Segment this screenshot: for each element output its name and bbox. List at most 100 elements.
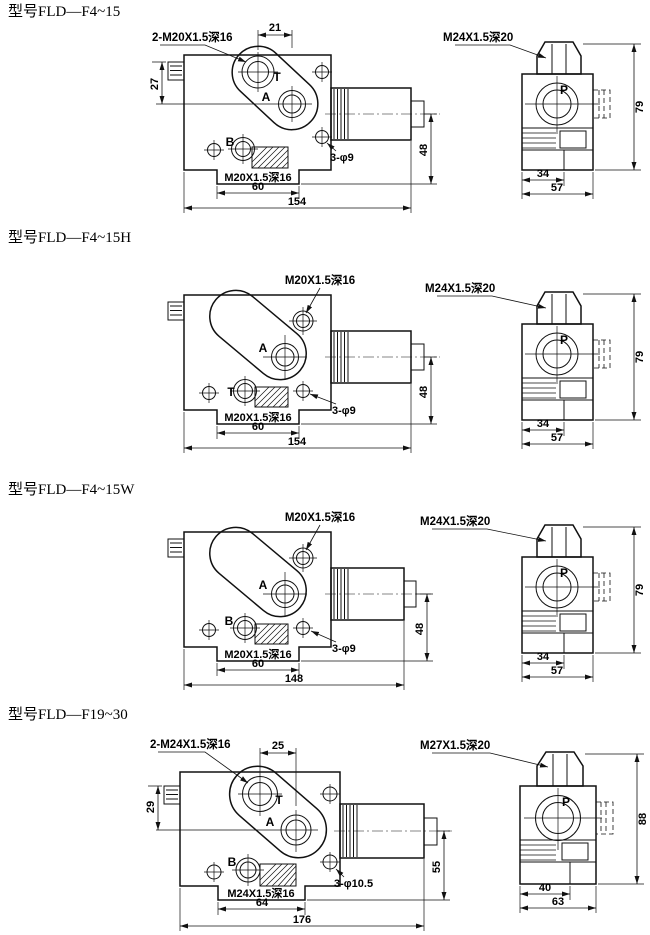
- hatch-lines: [259, 863, 297, 887]
- dim-176-label: 176: [293, 914, 311, 926]
- holes-leader: [326, 142, 337, 152]
- body-step-lines: [522, 127, 593, 170]
- body-step-lines: [522, 610, 593, 653]
- dim-48-label: 48: [418, 386, 430, 398]
- holes-leader: [335, 868, 345, 878]
- dim-25-label: 25: [272, 740, 284, 752]
- crosshair-lines: [230, 544, 317, 643]
- dimension-lines: [155, 750, 447, 929]
- extension-lines: [521, 43, 641, 199]
- thread-leader: [158, 751, 249, 784]
- holes-leader: [309, 393, 337, 405]
- port-t-label: T: [273, 70, 281, 84]
- dimension-lines: [522, 44, 637, 197]
- side-body-outline: [519, 785, 597, 885]
- left-port-tab: [167, 538, 184, 558]
- dim-48-label: 48: [414, 623, 426, 635]
- dim-88-label: 88: [637, 813, 649, 825]
- extension-lines: [152, 30, 437, 213]
- model-title: 型号FLD—F19~30: [8, 706, 128, 723]
- dim-60-label: 60: [252, 421, 264, 433]
- hex-flat-lines: [551, 527, 567, 557]
- hidden-port-lines: [593, 572, 611, 602]
- mounting-holes: [199, 618, 313, 640]
- side-view: M24X1.5深20 P 79 34 57: [420, 514, 646, 682]
- dim-40-label: 40: [539, 882, 551, 894]
- left-port-tab: [167, 301, 184, 321]
- dim-34-label: 34: [537, 651, 550, 663]
- crosshair-lines: [524, 788, 602, 850]
- dimension-lines: [520, 754, 640, 911]
- crosshair-lines: [525, 76, 600, 134]
- dim-21-label: 21: [269, 22, 281, 34]
- thread-leader: [437, 295, 547, 309]
- mounting-holes: [204, 62, 332, 160]
- holes-label: 3-φ9: [330, 152, 354, 164]
- mounting-holes: [199, 381, 313, 403]
- port-t-label: T: [227, 385, 235, 399]
- body-step-lines: [522, 377, 593, 420]
- side-body-outline: [521, 323, 594, 421]
- dim-48-label: 48: [418, 144, 430, 156]
- port-p-label: P: [562, 795, 570, 809]
- thread-leader: [432, 752, 549, 768]
- crosshair-lines: [525, 559, 600, 617]
- thread-section-lines: [520, 844, 556, 861]
- side-body-outline: [521, 73, 594, 171]
- side-view: M24X1.5深20 P 79 34 57: [443, 30, 646, 199]
- thread-bottom-label: M20X1.5深16: [224, 647, 291, 661]
- holes-label: 3-φ10.5: [334, 878, 373, 890]
- hidden-port-lines: [593, 89, 611, 119]
- extension-lines: [519, 753, 644, 913]
- dim-60-label: 60: [252, 658, 264, 670]
- thread-label: M27X1.5深20: [420, 738, 490, 752]
- holes-label: 3-φ9: [332, 643, 356, 655]
- thread-label: M24X1.5深20: [425, 281, 495, 295]
- thread-label: M24X1.5深20: [420, 514, 490, 528]
- model-title: 型号FLD—F4~15: [8, 3, 120, 20]
- hex-plug-outline: [536, 751, 584, 787]
- dim-55-label: 55: [431, 861, 443, 873]
- thread-section-lines: [522, 132, 556, 149]
- port-a-label: A: [259, 341, 268, 355]
- hex-plug-outline: [536, 41, 582, 75]
- port-boss-outline: [209, 289, 307, 381]
- crosshair-lines: [230, 307, 317, 406]
- side-pocket: [559, 380, 587, 399]
- front-view: 2-M24X1.5深16 25 29 T A B M24X1.5深16 3-φ1…: [145, 737, 452, 931]
- dim-63-label: 63: [552, 896, 564, 908]
- hatch-lines: [254, 386, 289, 408]
- solenoid-end-cap: [423, 817, 438, 846]
- crosshair-lines: [525, 326, 600, 384]
- dimension-lines: [184, 594, 430, 688]
- port-p-label: P: [560, 333, 568, 347]
- side-pocket: [561, 842, 589, 861]
- hatch-lines: [254, 623, 289, 645]
- extension-lines: [521, 526, 641, 682]
- port-a-label: A: [266, 815, 275, 829]
- dim-64-label: 64: [256, 897, 269, 909]
- dim-154-label: 154: [288, 196, 307, 208]
- side-pocket: [559, 130, 587, 149]
- section-fld-f19-30: 型号FLD—F19~30: [8, 706, 649, 931]
- section-fld-f4-15h: 型号FLD—F4~15H: [8, 229, 646, 453]
- dim-79-label: 79: [634, 584, 646, 596]
- valve-body-outline: [183, 54, 332, 185]
- port-p-label: P: [560, 566, 568, 580]
- dim-79-label: 79: [634, 101, 646, 113]
- side-body-outline: [521, 556, 594, 654]
- hex-plug-outline: [536, 291, 582, 325]
- hidden-port-lines: [596, 801, 614, 835]
- left-port-tab: [163, 785, 180, 805]
- thread-section-lines: [522, 615, 556, 632]
- crosshair-lines: [156, 52, 312, 164]
- dim-148-label: 148: [285, 673, 303, 685]
- dim-57-label: 57: [551, 182, 563, 194]
- crosshair-lines: [156, 748, 318, 886]
- hex-flat-lines: [551, 44, 567, 74]
- thread-leader: [432, 528, 547, 542]
- side-view: M27X1.5深20 P 88 40 63: [420, 738, 649, 913]
- holes-leader: [310, 630, 337, 643]
- dim-57-label: 57: [551, 432, 563, 444]
